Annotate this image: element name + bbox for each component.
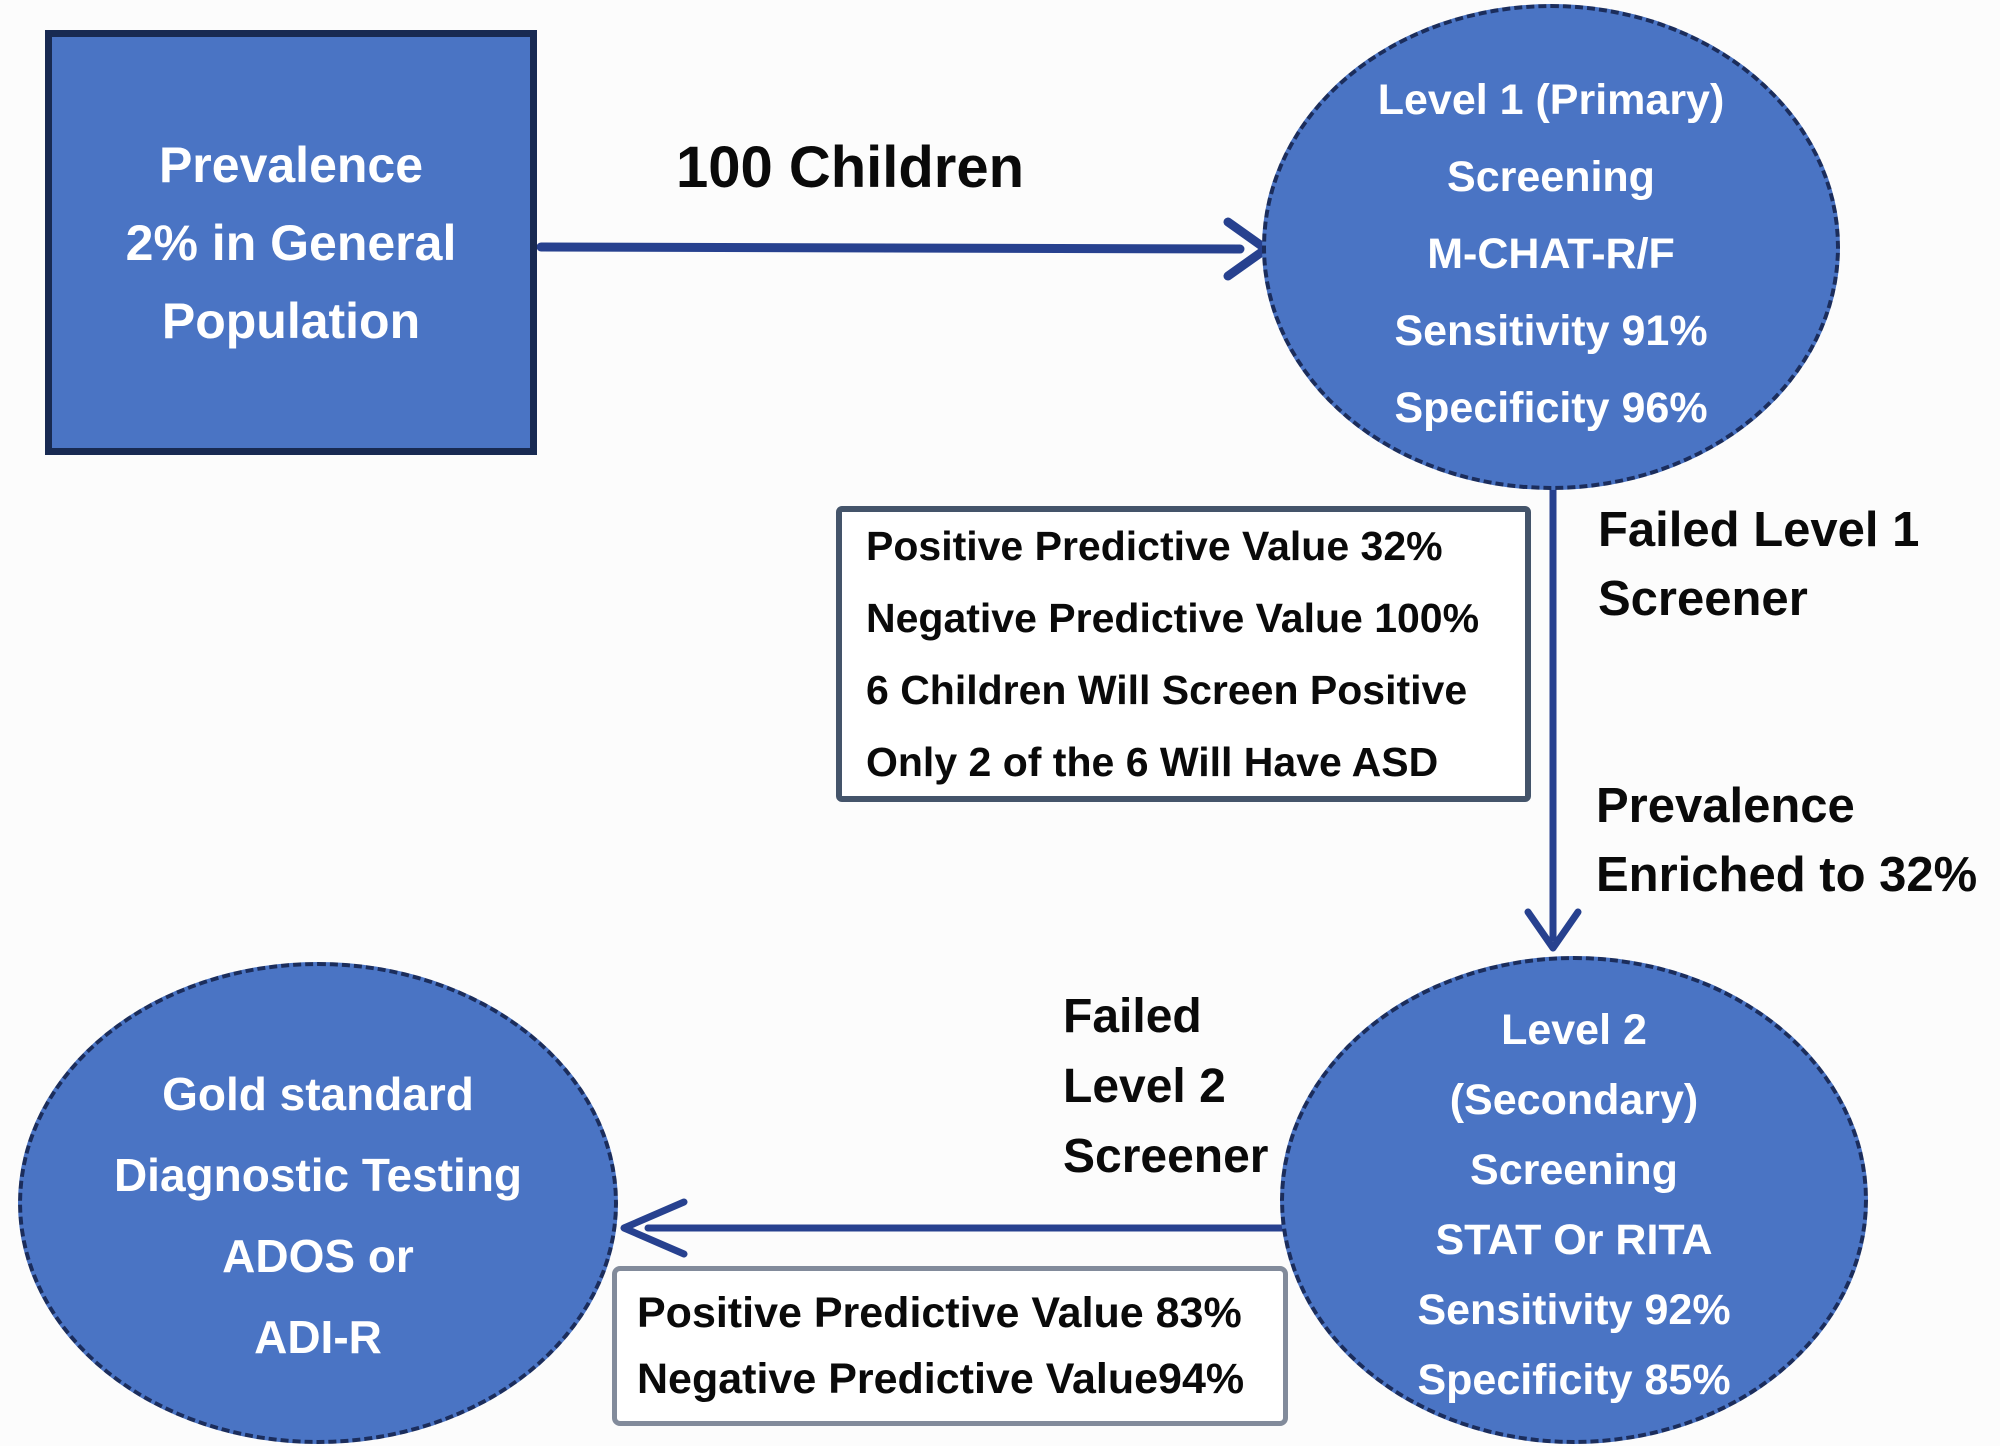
gold-standard-line: ADOS or bbox=[222, 1230, 414, 1282]
level1-stats-line: Negative Predictive Value 100% bbox=[866, 595, 1480, 641]
level2-ellipse-line: Level 2 bbox=[1501, 1006, 1647, 1054]
level1-ellipse-line: Level 1 (Primary) bbox=[1377, 75, 1725, 124]
level1-stats-line: 6 Children Will Screen Positive bbox=[866, 667, 1468, 713]
level2-ellipse-line: STAT Or RITA bbox=[1435, 1216, 1713, 1264]
level1-stats-line: Positive Predictive Value 32% bbox=[866, 523, 1443, 569]
gold-standard-line: Gold standard bbox=[162, 1068, 474, 1120]
prevalence-box-line: 2% in General bbox=[125, 214, 457, 271]
level2-ellipse-line: Screening bbox=[1470, 1146, 1678, 1194]
label-prevalence-enriched-line: Enriched to 32% bbox=[1596, 848, 1978, 902]
label-failed-level2-line: Level 2 bbox=[1063, 1060, 1226, 1113]
prevalence-box: Prevalence 2% in General Population bbox=[45, 30, 537, 455]
label-failed-level1-line: Screener bbox=[1598, 572, 1808, 626]
label-100-children: 100 Children bbox=[675, 135, 1025, 200]
level2-screening-ellipse: Level 2 (Secondary) Screening STAT Or RI… bbox=[1280, 956, 1868, 1444]
level2-stats-box: Positive Predictive Value 83% Negative P… bbox=[612, 1266, 1288, 1426]
level1-ellipse-line: Specificity 96% bbox=[1394, 383, 1708, 432]
level2-ellipse-line: Sensitivity 92% bbox=[1417, 1286, 1731, 1334]
gold-standard-line: ADI-R bbox=[254, 1311, 382, 1363]
label-failed-level1: Failed Level 1 Screener bbox=[1598, 496, 1919, 634]
level1-stats-line: Only 2 of the 6 Will Have ASD bbox=[866, 739, 1439, 785]
level1-ellipse-line: Screening bbox=[1447, 152, 1655, 201]
label-prevalence-enriched: Prevalence Enriched to 32% bbox=[1596, 772, 1977, 910]
prevalence-box-line: Population bbox=[161, 292, 421, 349]
label-failed-level2: Failed Level 2 Screener bbox=[1063, 982, 1268, 1192]
level2-ellipse-line: (Secondary) bbox=[1449, 1076, 1699, 1124]
arrow-failed-level2-left bbox=[620, 1198, 1288, 1258]
level2-stats-line: Positive Predictive Value 83% bbox=[637, 1289, 1242, 1337]
level2-stats-line: Negative Predictive Value94% bbox=[637, 1355, 1245, 1403]
label-failed-level2-line: Failed bbox=[1063, 990, 1202, 1043]
level1-ellipse-line: M-CHAT-R/F bbox=[1427, 229, 1675, 278]
gold-standard-line: Diagnostic Testing bbox=[113, 1149, 523, 1201]
label-prevalence-enriched-line: Prevalence bbox=[1596, 779, 1855, 833]
arrow-100-children bbox=[536, 217, 1271, 281]
prevalence-box-line: Prevalence bbox=[158, 136, 424, 193]
level1-ellipse-line: Sensitivity 91% bbox=[1394, 306, 1708, 355]
gold-standard-ellipse: Gold standard Diagnostic Testing ADOS or… bbox=[18, 962, 618, 1444]
level2-ellipse-line: Specificity 85% bbox=[1417, 1356, 1731, 1404]
level1-stats-box: Positive Predictive Value 32% Negative P… bbox=[836, 506, 1531, 802]
label-failed-level2-line: Screener bbox=[1063, 1130, 1269, 1183]
level1-screening-ellipse: Level 1 (Primary) Screening M-CHAT-R/F S… bbox=[1262, 4, 1840, 490]
label-failed-level1-line: Failed Level 1 bbox=[1598, 503, 1920, 557]
arrow-failed-level1-down bbox=[1524, 483, 1582, 952]
